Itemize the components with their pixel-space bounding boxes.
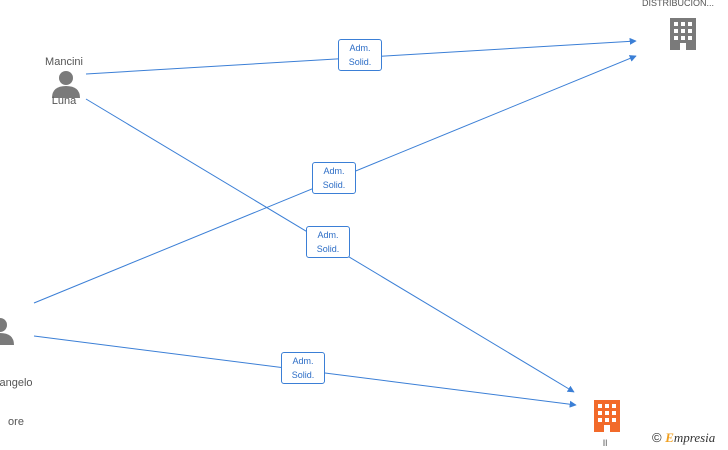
person-name-line2: ore [8, 416, 24, 428]
person-name-line1: angelo [0, 377, 33, 389]
person-name-line2: Luna [51, 95, 77, 107]
edge-label-mancini-il[interactable]: Adm. Solid. [306, 226, 350, 258]
person-icon[interactable] [52, 71, 80, 98]
edge-label-mancini-distribucion[interactable]: Adm. Solid. [338, 39, 382, 71]
role-label: Solid. [348, 57, 372, 67]
company-label-distribucion[interactable]: DISTRIBUCION... [641, 0, 714, 8]
role-label: Adm. [317, 230, 339, 240]
edge-label-angelo-il[interactable]: Adm. Solid. [281, 352, 325, 384]
role-label: Solid. [291, 370, 315, 380]
watermark: © Empresia [652, 430, 715, 446]
role-label: Solid. [322, 180, 346, 190]
role-label: Solid. [316, 244, 340, 254]
company-label-il[interactable]: Il [602, 438, 608, 448]
person-label-mancini[interactable]: Mancini Luna [36, 30, 92, 121]
building-icon[interactable] [670, 18, 696, 50]
role-label: Adm. [323, 166, 345, 176]
person-label-angelo[interactable]: angelo ore [0, 351, 38, 442]
empresia-logo: Empresia [665, 430, 716, 445]
role-label: Adm. [292, 356, 314, 366]
role-label: Adm. [349, 43, 371, 53]
person-name-line1: Mancini [45, 56, 83, 68]
edge-label-angelo-distribucion[interactable]: Adm. Solid. [312, 162, 356, 194]
person-icon[interactable] [0, 318, 14, 345]
copyright-symbol: © [652, 430, 662, 445]
building-icon[interactable] [594, 400, 620, 432]
